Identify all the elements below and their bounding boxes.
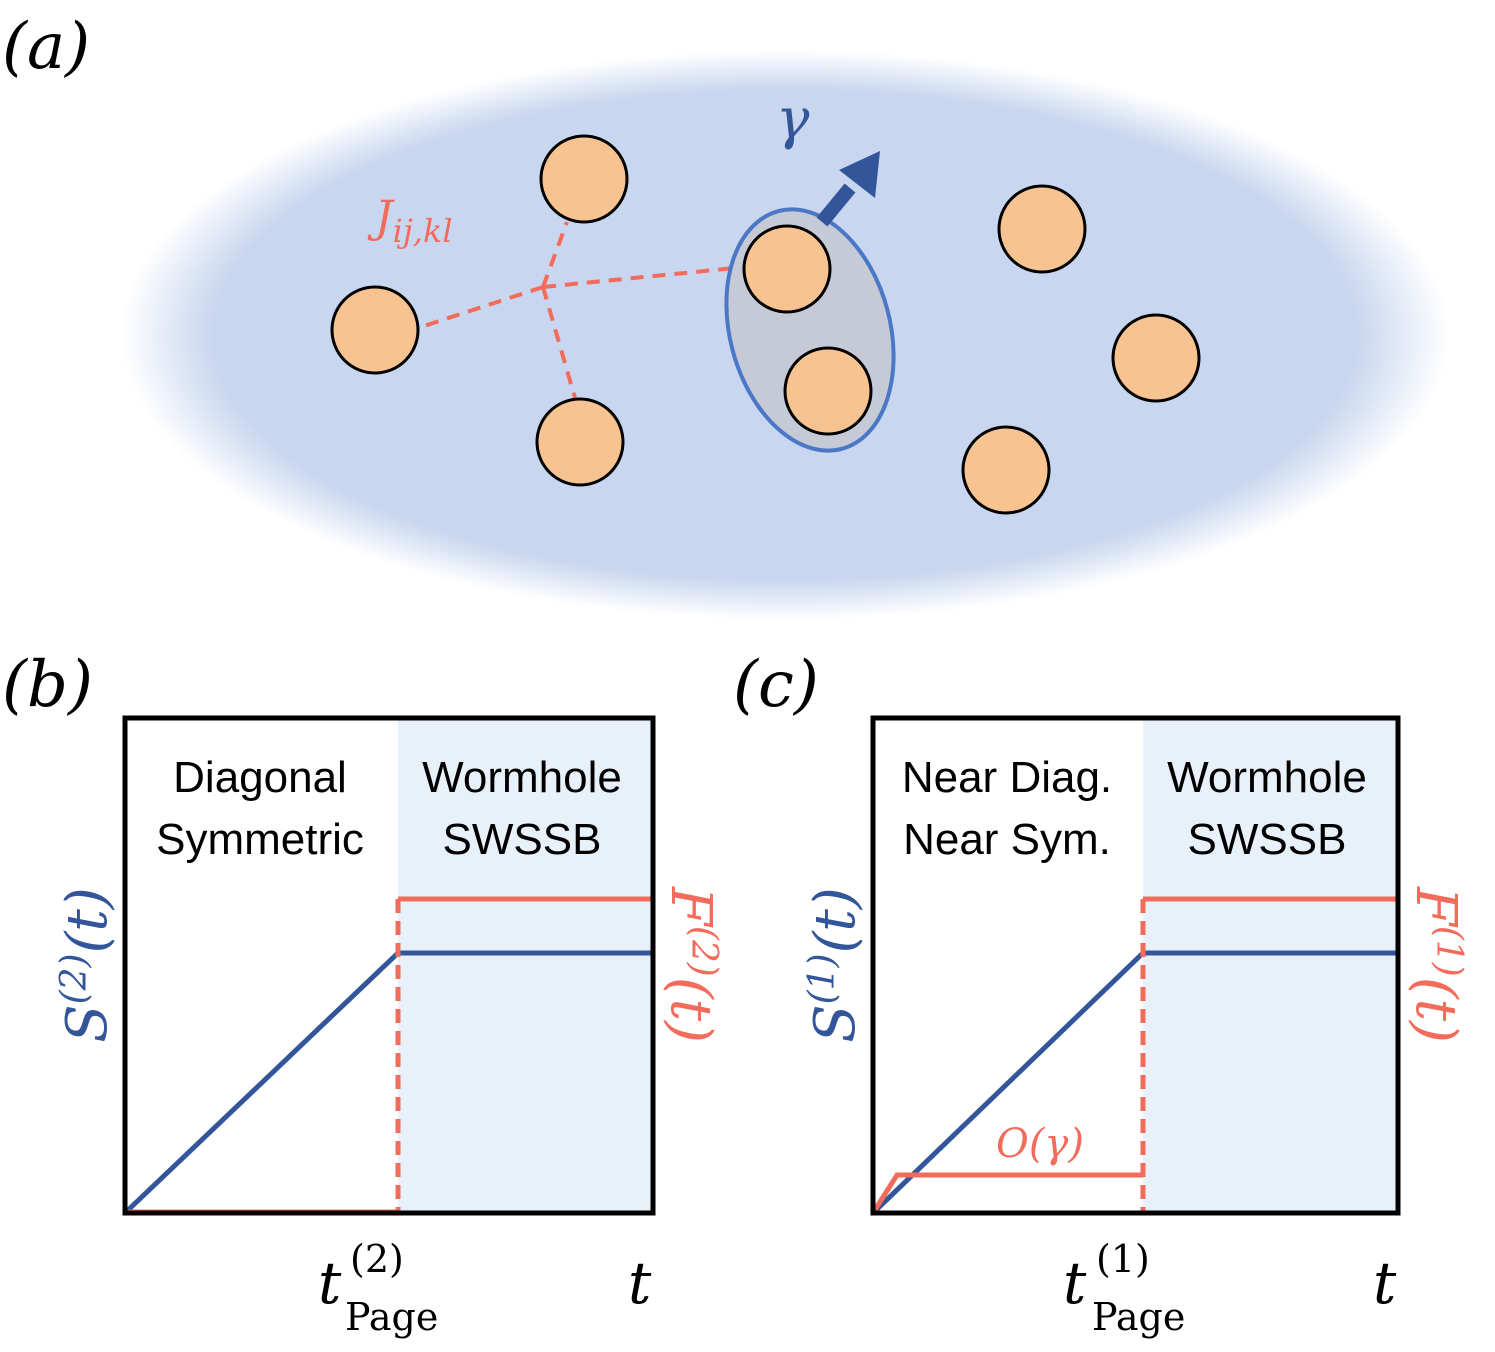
coupling-line-top	[541, 221, 569, 288]
region-right-line1: Wormhole	[1167, 753, 1367, 802]
svg-text:t: t	[1063, 1249, 1087, 1317]
region-right-line2: SWSSB	[1188, 815, 1347, 864]
site	[997, 184, 1087, 274]
F-curve-low	[870, 1172, 1143, 1215]
dissipation-arrow	[816, 151, 880, 227]
svg-text:Page: Page	[1092, 1295, 1185, 1339]
panel-a-label: (a)	[2, 10, 90, 84]
wormhole-region	[398, 718, 653, 1213]
svg-text:t: t	[318, 1249, 342, 1317]
plot-frame	[870, 715, 1401, 1216]
site	[783, 346, 873, 436]
x-axis-label: t	[1373, 1249, 1397, 1317]
panel-c: (c) Near Diag. Near Sym. Wormhole SWSSB …	[733, 648, 1469, 1339]
F-axis-label: F(1)(t)	[1403, 886, 1469, 1043]
region-left-line2: Symmetric	[156, 815, 364, 864]
coupling-line-bottom	[541, 286, 577, 399]
page-time-tick: t (2) Page	[318, 1237, 438, 1339]
page-time-tick: t (1) Page	[1063, 1237, 1185, 1339]
region-right-line1: Wormhole	[422, 753, 622, 802]
x-axis-label: t	[628, 1249, 652, 1317]
region-left-line2: Near Sym.	[903, 815, 1111, 864]
coupling-lines	[417, 221, 746, 399]
sites	[330, 134, 1201, 515]
panel-c-label: (c)	[733, 648, 819, 722]
F-axis-label: F(2)(t)	[658, 886, 724, 1043]
S-axis-label: S(2)(t)	[54, 887, 120, 1043]
S-axis-label: S(1)(t)	[802, 887, 868, 1043]
site	[742, 224, 832, 314]
wormhole-region	[1143, 718, 1398, 1213]
region-right-line2: SWSSB	[443, 815, 602, 864]
panel-b-label: (b)	[2, 648, 93, 722]
plot-frame	[122, 715, 656, 1216]
panel-a: (a) Jij,kl γ	[2, 10, 1450, 620]
svg-text:Page: Page	[345, 1295, 438, 1339]
region-left-line1: Near Diag.	[902, 753, 1112, 802]
order-gamma-annotation: O(γ)	[996, 1121, 1084, 1167]
svg-text:(1): (1)	[1096, 1237, 1150, 1281]
site	[330, 285, 420, 375]
panel-b: (b) Diagonal Symmetric Wormhole SWSSB S(…	[2, 648, 724, 1339]
site	[1111, 313, 1201, 403]
site	[961, 425, 1051, 515]
svg-text:(2): (2)	[350, 1237, 404, 1281]
region-left-line1: Diagonal	[173, 753, 347, 802]
dissipation-label: γ	[776, 87, 810, 152]
site	[535, 397, 625, 487]
coupling-line-right	[542, 265, 746, 289]
site	[539, 134, 629, 224]
